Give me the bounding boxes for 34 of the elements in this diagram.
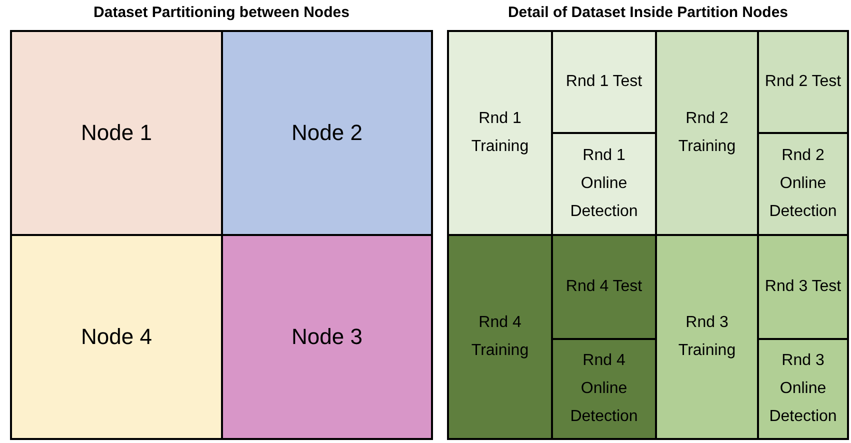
cell-label: Rnd 2 Online Detection [768,146,838,222]
cell-label: Node 3 [292,322,362,351]
partition-cell [10,234,223,440]
cell-label: Rnd 3 Test [764,277,842,297]
panel-title: Dataset Partitioning between Nodes [92,4,350,21]
cell-label: Node 2 [292,118,362,147]
partition-cell [10,30,223,236]
partition-cell [447,234,553,440]
partition-cell [551,234,657,340]
cell-label: Rnd 3 Online Detection [768,351,838,427]
partition-cell [221,30,433,236]
partition-cell [655,234,759,440]
partition-cell [757,338,849,440]
partition-cell [551,30,657,134]
cell-label: Rnd 1 Training [470,109,530,157]
cell-label: Rnd 4 Training [470,313,530,361]
cell-label: Rnd 1 Test [566,72,642,92]
partition-cell [757,30,849,134]
cell-label: Rnd 2 Test [764,72,842,92]
partition-cell [551,132,657,236]
partition-cell [221,234,433,440]
partition-cell [757,234,849,340]
cell-label: Rnd 4 Online Detection [569,351,639,427]
partition-cell [655,30,759,236]
cell-label: Rnd 4 Test [566,277,642,297]
cell-label: Rnd 1 Online Detection [569,146,639,222]
partition-cell [551,338,657,440]
cell-label: Rnd 2 Training [677,109,737,157]
cell-label: Node 1 [81,118,152,147]
partition-cell [757,132,849,236]
cell-label: Node 4 [81,322,152,351]
panel-title: Detail of Dataset Inside Partition Nodes [506,4,790,21]
partition-cell [447,30,553,236]
cell-label: Rnd 3 Training [677,313,737,361]
